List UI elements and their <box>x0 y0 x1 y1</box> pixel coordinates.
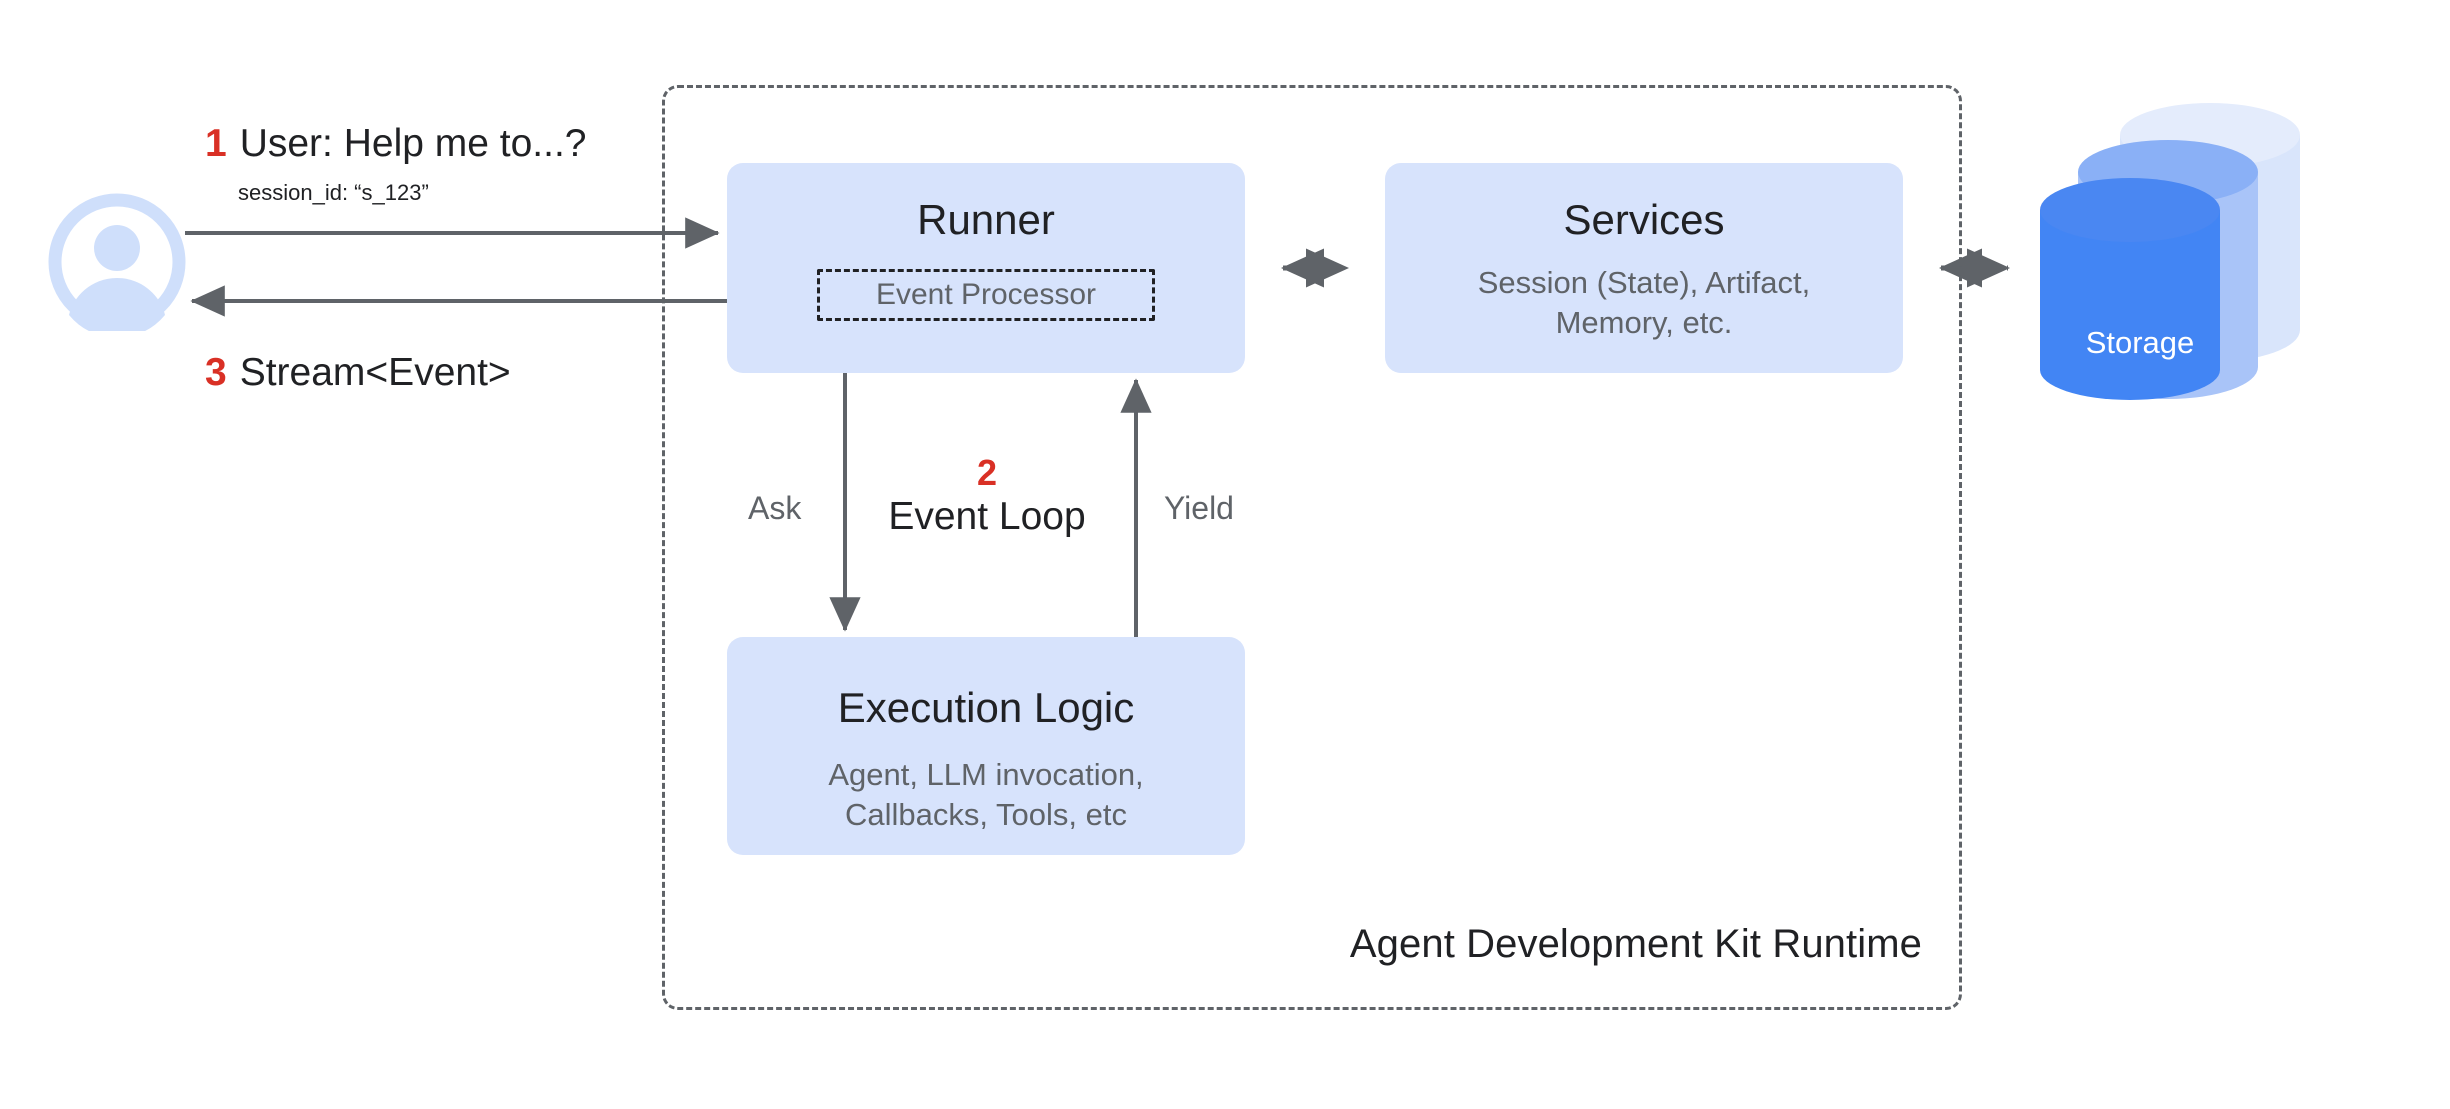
user-avatar-glyph <box>48 193 186 338</box>
step-number-1: 1 <box>205 122 227 165</box>
node-services[interactable]: Services Session (State), Artifact, Memo… <box>1385 163 1903 373</box>
node-execution-logic-title: Execution Logic <box>837 684 1135 731</box>
storage-cylinder-stack[interactable] <box>2030 100 2340 400</box>
node-services-subtitle: Session (State), Artifact, Memory, etc. <box>1477 265 1811 340</box>
edge-label-ask: Ask <box>748 490 802 526</box>
runtime-boundary <box>662 85 1962 1010</box>
event-processor-label: Event Processor <box>875 278 1097 311</box>
storage-glyph <box>2040 103 2300 400</box>
user-response-label: 3 Stream<Event> <box>205 351 511 395</box>
user-request-label: 1 User: Help me to...? <box>205 122 587 166</box>
event-loop-label: 2 Event Loop <box>832 452 1142 540</box>
step-number-3: 3 <box>205 351 227 394</box>
event-loop-text: Event Loop <box>888 495 1086 539</box>
storage-cylinder-front <box>2040 178 2220 400</box>
step-number-2: 2 <box>976 452 998 493</box>
user-response-text: Stream<Event> <box>239 351 511 394</box>
node-services-title: Services <box>1563 196 1725 243</box>
node-execution-logic-subtitle: Agent, LLM invocation, Callbacks, Tools,… <box>828 757 1144 832</box>
edge-label-yield: Yield <box>1164 490 1234 526</box>
user-request-detail: session_id: “s_123” <box>238 180 429 205</box>
node-execution-logic[interactable]: Execution Logic Agent, LLM invocation, C… <box>727 637 1245 855</box>
user-avatar-icon <box>48 193 186 338</box>
event-processor-box[interactable]: Event Processor <box>817 269 1155 321</box>
storage-label: Storage <box>2085 325 2195 360</box>
node-runner[interactable]: Runner Event Processor <box>727 163 1245 373</box>
user-request-text: User: Help me to...? <box>239 122 587 165</box>
runtime-boundary-label: Agent Development Kit Runtime <box>1349 922 1922 966</box>
node-runner-title: Runner <box>917 196 1055 243</box>
